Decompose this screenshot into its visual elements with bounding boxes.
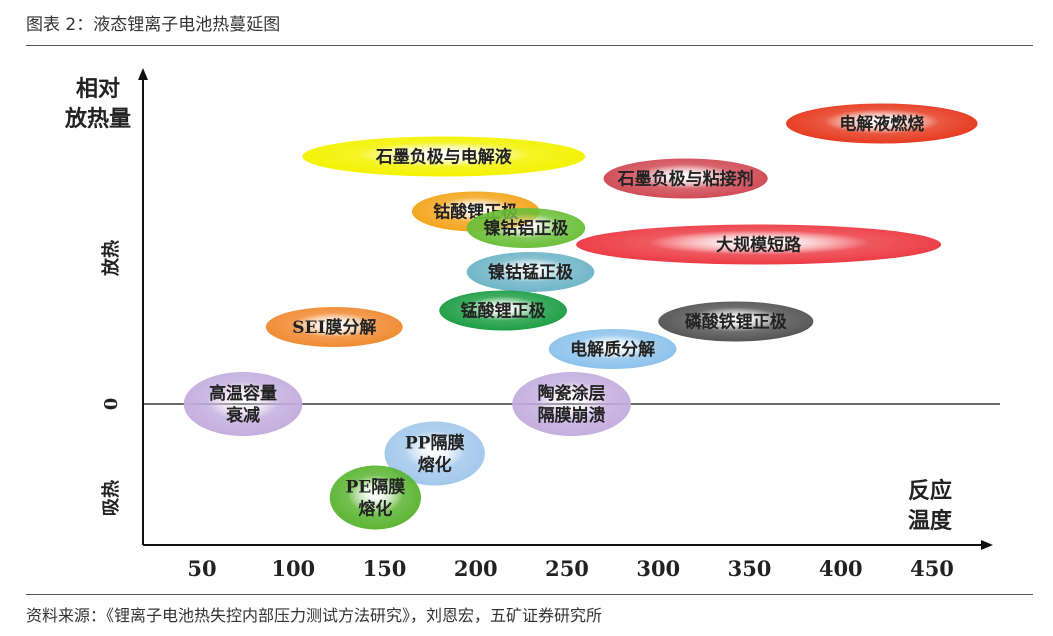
reaction-blob-shape — [439, 290, 567, 331]
x-tick-label: 300 — [636, 556, 680, 581]
reaction-blob-shape — [576, 224, 942, 265]
reaction-blob-shape — [603, 158, 768, 199]
reaction-blob-shape — [466, 208, 586, 248]
x-tick-label: 150 — [363, 556, 407, 581]
reaction-blob-label: 镍钴锰正极 — [488, 262, 573, 283]
reaction-blob-label: 电解质分解 — [570, 339, 655, 360]
reaction-blob-label: 大规模短路 — [716, 235, 802, 256]
reaction-blob: 电解液燃烧 — [786, 103, 978, 144]
reaction-blob-shape — [512, 372, 631, 436]
reaction-blob-label: 石墨负极与粘接剂 — [617, 169, 754, 190]
reaction-blob: 石墨负极与粘接剂 — [603, 158, 768, 199]
reaction-blob-label: 磷酸铁锂正极 — [685, 312, 787, 333]
reaction-blob-shape — [302, 136, 586, 177]
x-tick-label: 250 — [545, 556, 589, 581]
x-axis-arrow — [981, 540, 993, 550]
reaction-blob-shape — [329, 465, 421, 530]
reaction-blob: 锰酸锂正极 — [439, 290, 567, 331]
reaction-blobs: 电解液燃烧石墨负极与电解液石墨负极与粘接剂钴酸锂正极镍钴铝正极大规模短路镍钴锰正… — [183, 103, 978, 530]
figure-caption: 图表 2：液态锂离子电池热蔓延图 — [26, 15, 281, 35]
x-tick-label: 100 — [271, 556, 315, 581]
reaction-blob-shape — [658, 301, 814, 342]
source-note: 资料来源：《锂离子电池热失控内部压力测试方法研究》，刘恩宏，五矿证券研究所 — [26, 606, 603, 625]
reaction-blob: 电解质分解 — [548, 329, 677, 369]
reaction-blob: 磷酸铁锂正极 — [658, 301, 814, 342]
reaction-blob: 大规模短路 — [576, 224, 942, 265]
x-axis-title-line1: 反应 — [908, 478, 952, 504]
reaction-blob-label: 陶瓷涂层 — [538, 383, 606, 404]
x-tick-labels: 50 100 150 200 250 300 350 400 450 — [187, 556, 954, 581]
reaction-blob-shape — [548, 329, 677, 369]
thermal-propagation-chart: 相对 放热量 放热 0 吸热 反应 温度 50 100 150 200 250 300 35… — [64, 68, 1000, 581]
reaction-blob-label: PP隔膜 — [405, 433, 465, 454]
reaction-blob-label: 衰减 — [225, 405, 260, 426]
reaction-blob-shape — [183, 372, 303, 436]
bottom-divider — [26, 594, 1033, 595]
reaction-blob-label: 熔化 — [358, 499, 392, 520]
reaction-blob-label: 石墨负极与电解液 — [375, 147, 512, 168]
reaction-blob: SEI膜分解 — [265, 307, 403, 347]
reaction-blob-label: SEI膜分解 — [292, 317, 376, 338]
reaction-blob-label: 熔化 — [418, 455, 452, 476]
reaction-blob: 镍钴锰正极 — [466, 252, 595, 292]
x-axis-title-line2: 温度 — [908, 508, 953, 534]
y-region-exothermic: 放热 — [100, 240, 122, 277]
reaction-blob-shape — [384, 421, 485, 486]
reaction-blob-label: PE隔膜 — [346, 477, 406, 498]
y-region-endothermic: 吸热 — [100, 480, 122, 516]
x-tick-label: 450 — [910, 556, 954, 581]
reaction-blob-label: 高温容量 — [209, 383, 277, 404]
reaction-blob: 镍钴铝正极 — [466, 208, 586, 248]
reaction-blob-label: 锰酸锂正极 — [461, 301, 546, 322]
reaction-blob-shape — [265, 307, 403, 347]
y-axis-title-line2: 放热量 — [64, 106, 131, 132]
reaction-blob-label: 隔膜崩溃 — [538, 405, 606, 426]
reaction-blob: 石墨负极与电解液 — [302, 136, 586, 177]
x-tick-label: 350 — [728, 556, 772, 581]
reaction-blob-shape — [466, 252, 595, 292]
reaction-blob-shape — [786, 103, 978, 144]
reaction-blob-label: 电解液燃烧 — [839, 114, 924, 135]
x-tick-label: 50 — [187, 556, 216, 581]
y-axis-title-line1: 相对 — [76, 76, 120, 102]
y-axis-arrow — [138, 68, 148, 80]
x-tick-label: 200 — [454, 556, 498, 581]
reaction-blob-label: 镍钴铝正极 — [483, 218, 568, 239]
y-region-zero: 0 — [101, 398, 122, 411]
x-tick-label: 400 — [819, 556, 863, 581]
top-divider — [26, 45, 1033, 46]
